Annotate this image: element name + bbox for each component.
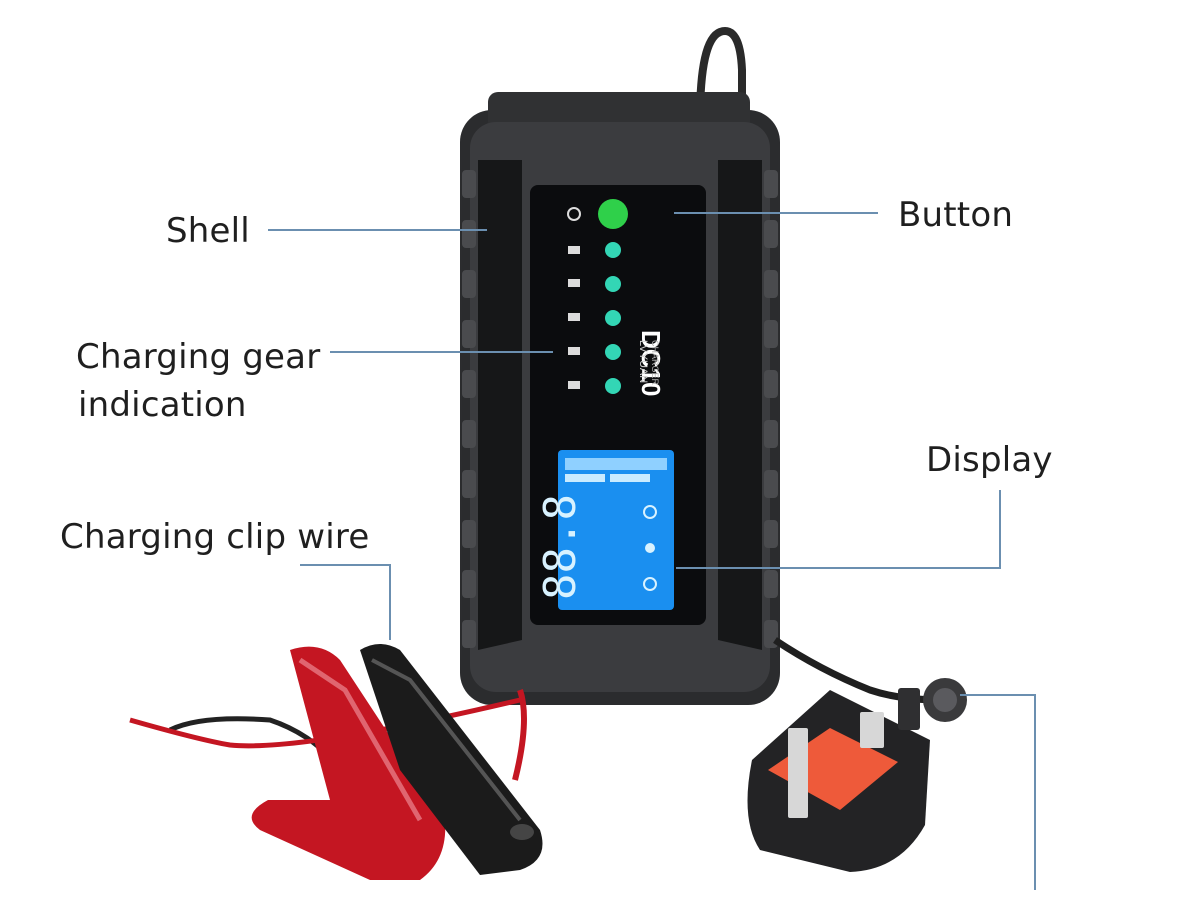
button-label: Button <box>898 195 1014 235</box>
clip-cable-red-2 <box>512 689 527 781</box>
lcd-display: 88.8 <box>535 450 674 610</box>
shell-label: Shell <box>166 211 250 251</box>
brand-name: LVYUAN <box>637 340 649 383</box>
uk-plug <box>747 678 967 872</box>
charging-clip-wire-label: Charging clip wire <box>60 517 370 557</box>
mode-icons <box>567 207 581 389</box>
red-clip <box>251 646 446 880</box>
lcd-digits: 88.8 <box>535 494 586 600</box>
brand-subtitle: CHARGER <box>650 340 660 386</box>
charging-gear-label-line1: Charging gear <box>76 337 321 377</box>
power-cable-top <box>696 27 746 121</box>
charging-gear-leds <box>605 242 621 394</box>
black-clip <box>360 644 543 875</box>
charging-gear-label-line2: indication <box>78 385 247 425</box>
leader-lines <box>268 212 1036 890</box>
power-button[interactable] <box>598 199 628 229</box>
model-name: DC10 <box>636 330 666 396</box>
display-label: Display <box>926 440 1053 480</box>
